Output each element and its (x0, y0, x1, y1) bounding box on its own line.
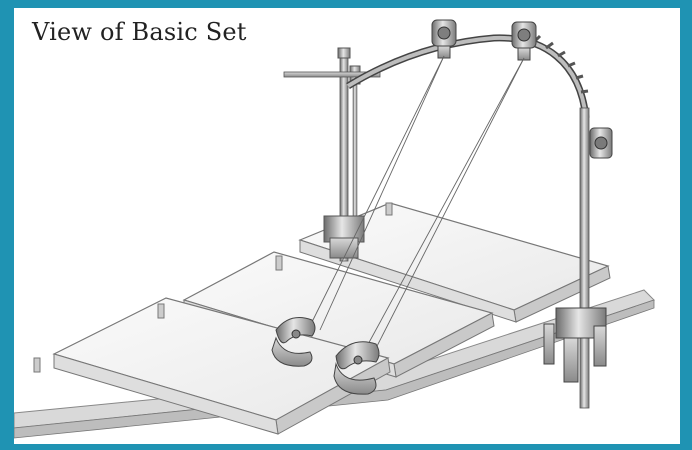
mattress-pads (33, 202, 611, 435)
retractor-set-illustration (14, 19, 655, 439)
right-post (543, 107, 613, 409)
retractor-blade-right (333, 341, 380, 395)
figure-caption: View of Basic Set (32, 18, 247, 46)
retractor-blade-left (271, 317, 316, 367)
arch-clamp-left (431, 19, 457, 59)
arch-clamp-right (511, 21, 537, 61)
retractor-cables (309, 55, 525, 353)
retractor-arch (346, 19, 590, 119)
